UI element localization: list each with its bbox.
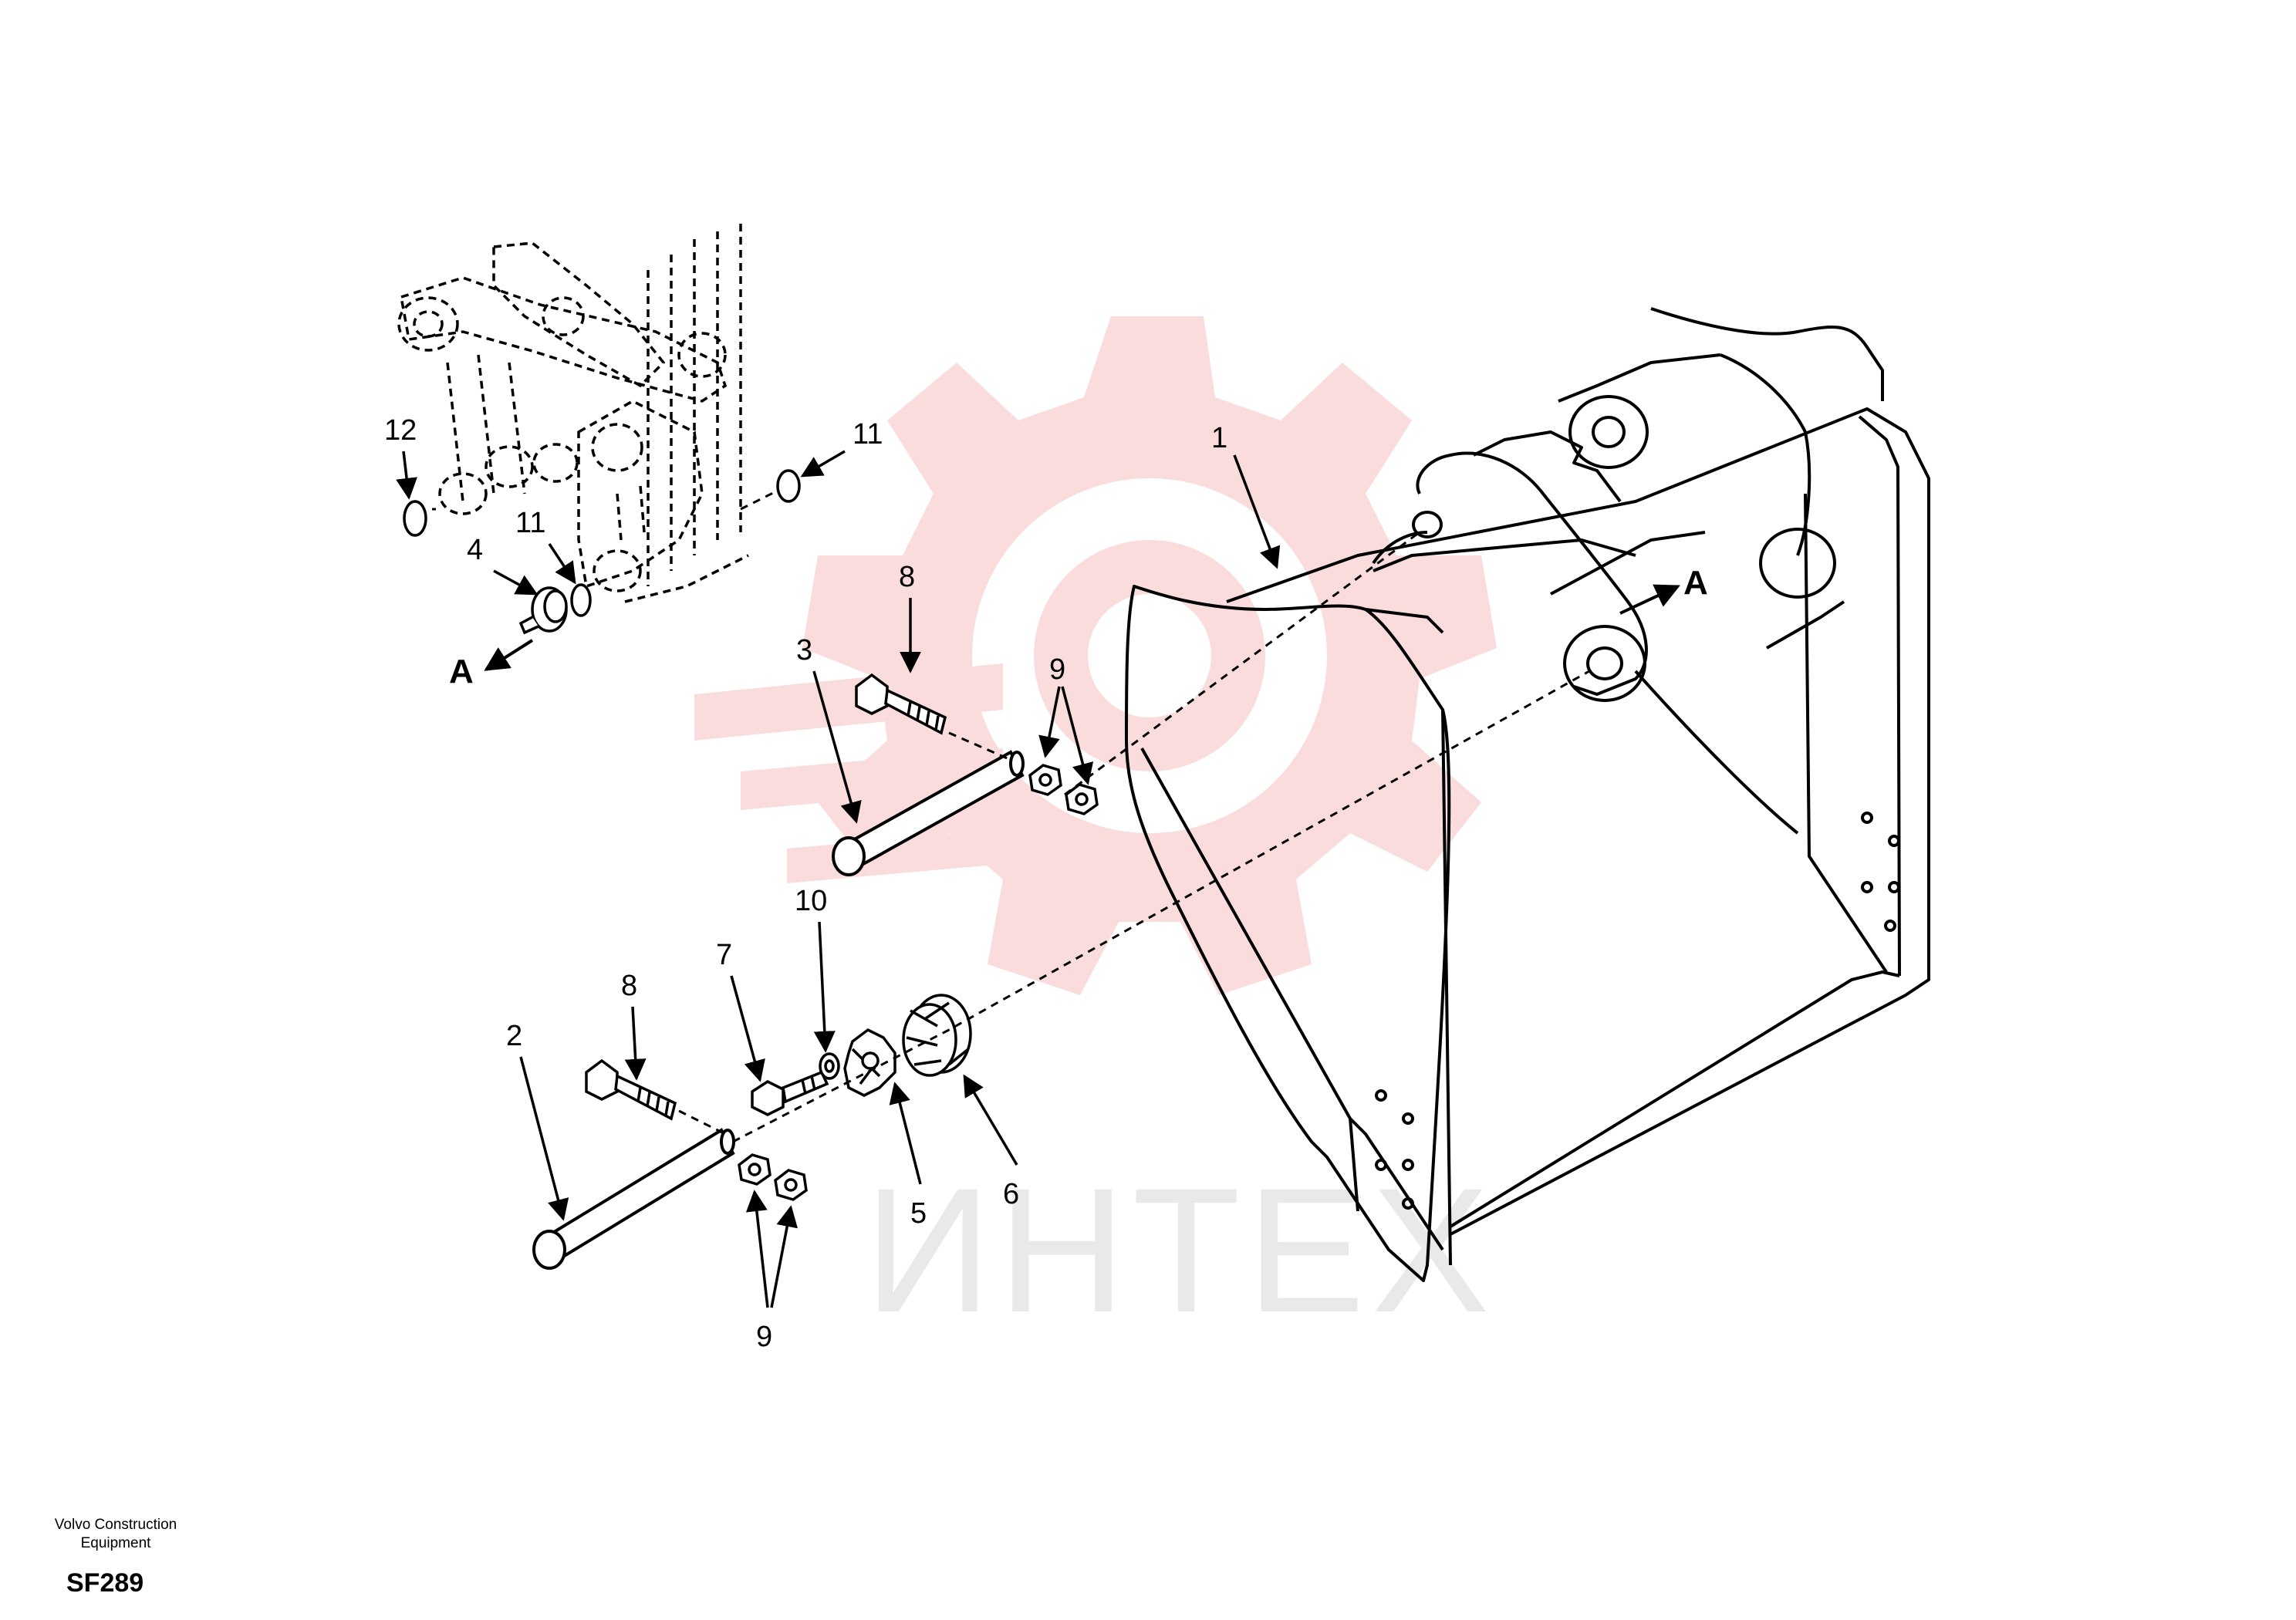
callout-labels: 1 2 3 4 5 6 7 8 8 9 9 10 11 11 12 A A xyxy=(384,414,1708,1353)
o-ring-part-12 xyxy=(403,500,427,537)
section-label-a-left: A xyxy=(449,653,474,690)
leader-5 xyxy=(889,1082,922,1185)
leader-9a-lower xyxy=(745,1190,769,1308)
watermark-text: ИНТЕХ xyxy=(864,1151,1496,1349)
leader-9b-upper xyxy=(1061,686,1094,785)
callout-8-upper: 8 xyxy=(899,561,915,593)
leader-11-left xyxy=(548,543,576,585)
leader-lines xyxy=(396,450,1281,1308)
washer-part-10 xyxy=(819,1052,840,1080)
callout-1: 1 xyxy=(1211,422,1227,454)
callout-12: 12 xyxy=(384,414,417,447)
callout-8-lower: 8 xyxy=(621,970,637,1002)
sheet-code: SF289 xyxy=(66,1568,144,1598)
callout-4: 4 xyxy=(467,534,483,566)
bushing-part-6 xyxy=(902,994,972,1077)
gear-logo-icon xyxy=(694,316,1497,995)
leader-10 xyxy=(813,921,836,1053)
manufacturer-line-2: Equipment xyxy=(80,1535,151,1551)
bolt-part-8-upper xyxy=(855,673,947,735)
leader-7 xyxy=(730,975,765,1082)
callout-7: 7 xyxy=(716,939,732,971)
leader-8-lower xyxy=(624,1006,647,1081)
leader-9a-upper xyxy=(1038,686,1061,758)
leader-2 xyxy=(519,1056,569,1221)
callout-11-right: 11 xyxy=(853,418,883,451)
leader-4 xyxy=(493,569,539,596)
leader-9b-lower xyxy=(770,1205,798,1308)
callout-2: 2 xyxy=(506,1020,522,1052)
leader-3 xyxy=(812,670,862,824)
section-arrows xyxy=(484,584,1680,671)
section-arrow-right xyxy=(1619,584,1680,615)
callout-5: 5 xyxy=(910,1197,927,1230)
callout-9-lower: 9 xyxy=(756,1321,772,1353)
nut-part-9-lower xyxy=(738,1153,808,1201)
leader-1 xyxy=(1233,454,1281,569)
bolt-part-7 xyxy=(751,1070,829,1116)
section-label-a-right: A xyxy=(1683,564,1708,602)
bucket-part-1 xyxy=(1125,307,1930,1282)
callout-6: 6 xyxy=(1003,1178,1019,1210)
footer-block: Volvo Construction Equipment SF289 xyxy=(23,1516,208,1598)
assembly-centerlines xyxy=(432,488,1590,1143)
leader-6 xyxy=(963,1074,1018,1166)
section-arrow-left xyxy=(484,639,534,671)
pin-part-2 xyxy=(532,1128,735,1270)
leader-12 xyxy=(396,451,417,500)
pin-part-3 xyxy=(832,750,1025,876)
callout-3: 3 xyxy=(796,634,812,667)
spacer-part-4 xyxy=(518,586,568,635)
manufacturer-line-1: Volvo Construction xyxy=(54,1517,177,1533)
callout-9-upper: 9 xyxy=(1049,653,1065,686)
retainer-part-5 xyxy=(843,1028,896,1097)
callout-10: 10 xyxy=(795,885,827,917)
ghost-arm-assembly xyxy=(397,224,749,603)
o-ring-part-11-left xyxy=(570,583,592,617)
watermark: ИНТЕХ xyxy=(694,316,1497,1349)
o-ring-part-11-right xyxy=(776,469,801,503)
bolt-part-8-lower xyxy=(585,1058,677,1121)
callout-11-left: 11 xyxy=(515,507,545,539)
leader-11-right xyxy=(800,450,846,478)
nut-part-9-upper xyxy=(1028,764,1099,815)
